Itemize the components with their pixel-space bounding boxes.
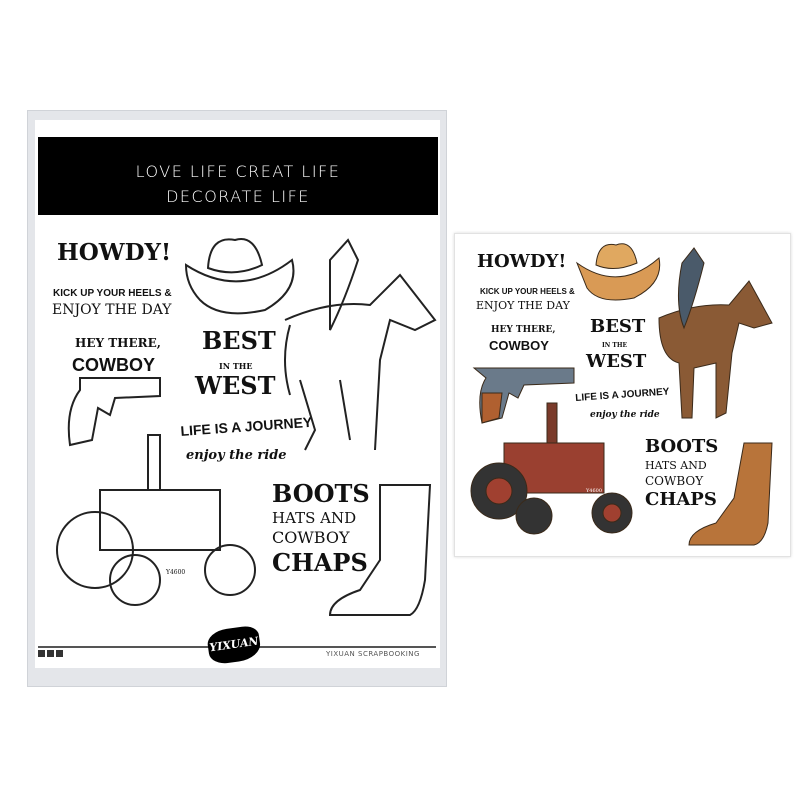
stamp-boots: BOOTS — [272, 479, 370, 508]
cowboy-boot-colored — [688, 442, 773, 546]
stamp-enjoy-ride: enjoy the ride — [186, 448, 287, 463]
tractor-plate: Y4600 — [166, 569, 186, 576]
stamp-best: BEST — [202, 326, 276, 355]
stamp-hey-there: HEY THERE, — [75, 336, 161, 350]
package-banner: LOVE LIFE CREAT LIFE DECORATE LIFE — [38, 137, 438, 215]
revolver-outline — [67, 377, 161, 447]
footer-square — [47, 650, 54, 657]
stamp-chaps: CHAPS — [272, 548, 368, 577]
stamp-enjoy-day: ENJOY THE DAY — [52, 302, 172, 318]
sample-hey-there: HEY THERE, — [491, 325, 556, 335]
sample-enjoy-ride: enjoy the ride — [590, 410, 660, 420]
sample-enjoy-day: ENJOY THE DAY — [476, 299, 570, 312]
footer-square — [38, 650, 45, 657]
revolver-colored — [472, 367, 575, 424]
stamp-howdy: HOWDY! — [57, 239, 172, 266]
sample-best: BEST — [590, 316, 646, 337]
stamp-cowboy: COWBOY — [72, 355, 155, 375]
stamp-illustrations — [56, 238, 437, 616]
sample-in-the: IN THE — [602, 342, 628, 349]
tractor-colored — [470, 402, 633, 535]
sample-boots: BOOTS — [645, 436, 719, 457]
sample-cowboy-2: COWBOY — [645, 474, 704, 488]
stamp-kick-up: KICK UP YOUR HEELS & — [53, 288, 172, 299]
banner-line-2: DECORATE LIFE — [166, 187, 310, 206]
stamp-west: WEST — [195, 371, 276, 400]
stamp-in-the: IN THE — [219, 361, 253, 371]
stamp-cowboy-2: COWBOY — [272, 528, 350, 547]
banner-line-1: LOVE LIFE CREAT LIFE — [135, 162, 341, 181]
cowboy-boot-outline — [328, 484, 432, 616]
sample-kick-up: KICK UP YOUR HEELS & — [480, 287, 575, 296]
brand-label: YIXUAN SCRAPBOOKING — [326, 650, 420, 658]
horse-rider-colored — [658, 247, 773, 419]
logo-text: YIXUAN — [208, 634, 260, 655]
colored-illustrations — [470, 243, 773, 546]
sample-hats-and: HATS AND — [645, 459, 707, 472]
horse-rider-outline — [284, 238, 437, 451]
tractor-outline — [56, 434, 256, 606]
sample-howdy: HOWDY! — [477, 251, 567, 272]
sample-tractor-plate: Y4600 — [586, 488, 603, 494]
stamp-hats-and: HATS AND — [272, 509, 357, 527]
sample-cowboy: COWBOY — [489, 338, 549, 353]
cowboy-hat-colored — [575, 243, 661, 301]
footer-square — [56, 650, 63, 657]
cowboy-hat-outline — [184, 238, 295, 315]
sample-west: WEST — [586, 351, 647, 372]
sample-chaps: CHAPS — [645, 489, 717, 510]
